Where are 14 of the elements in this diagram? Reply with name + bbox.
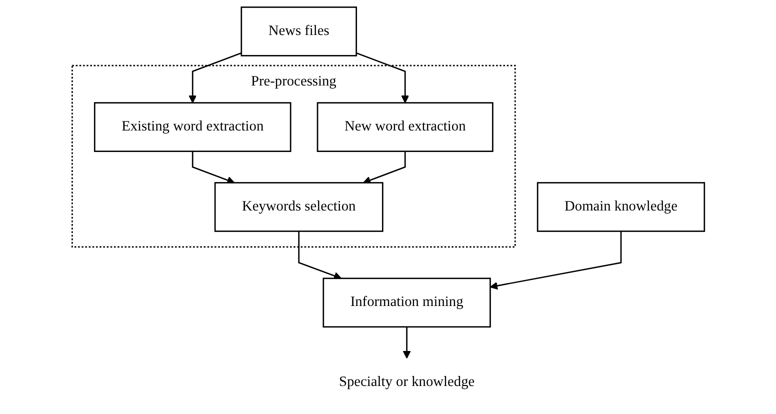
arrow	[192, 151, 234, 184]
arrow	[402, 326, 410, 359]
node-box: Information mining	[322, 278, 491, 328]
node-box: Existing word extraction	[94, 102, 291, 152]
node-box: New word extraction	[316, 102, 494, 152]
arrow	[188, 52, 242, 104]
arrow	[362, 151, 406, 184]
node-box: News files	[240, 6, 357, 56]
arrow	[356, 52, 409, 104]
node-box: Keywords selection	[214, 182, 384, 232]
arrow	[298, 231, 342, 280]
arrow	[490, 231, 622, 290]
node-box: Domain knowledge	[536, 182, 705, 232]
node-text: Specialty or knowledge	[338, 374, 474, 390]
